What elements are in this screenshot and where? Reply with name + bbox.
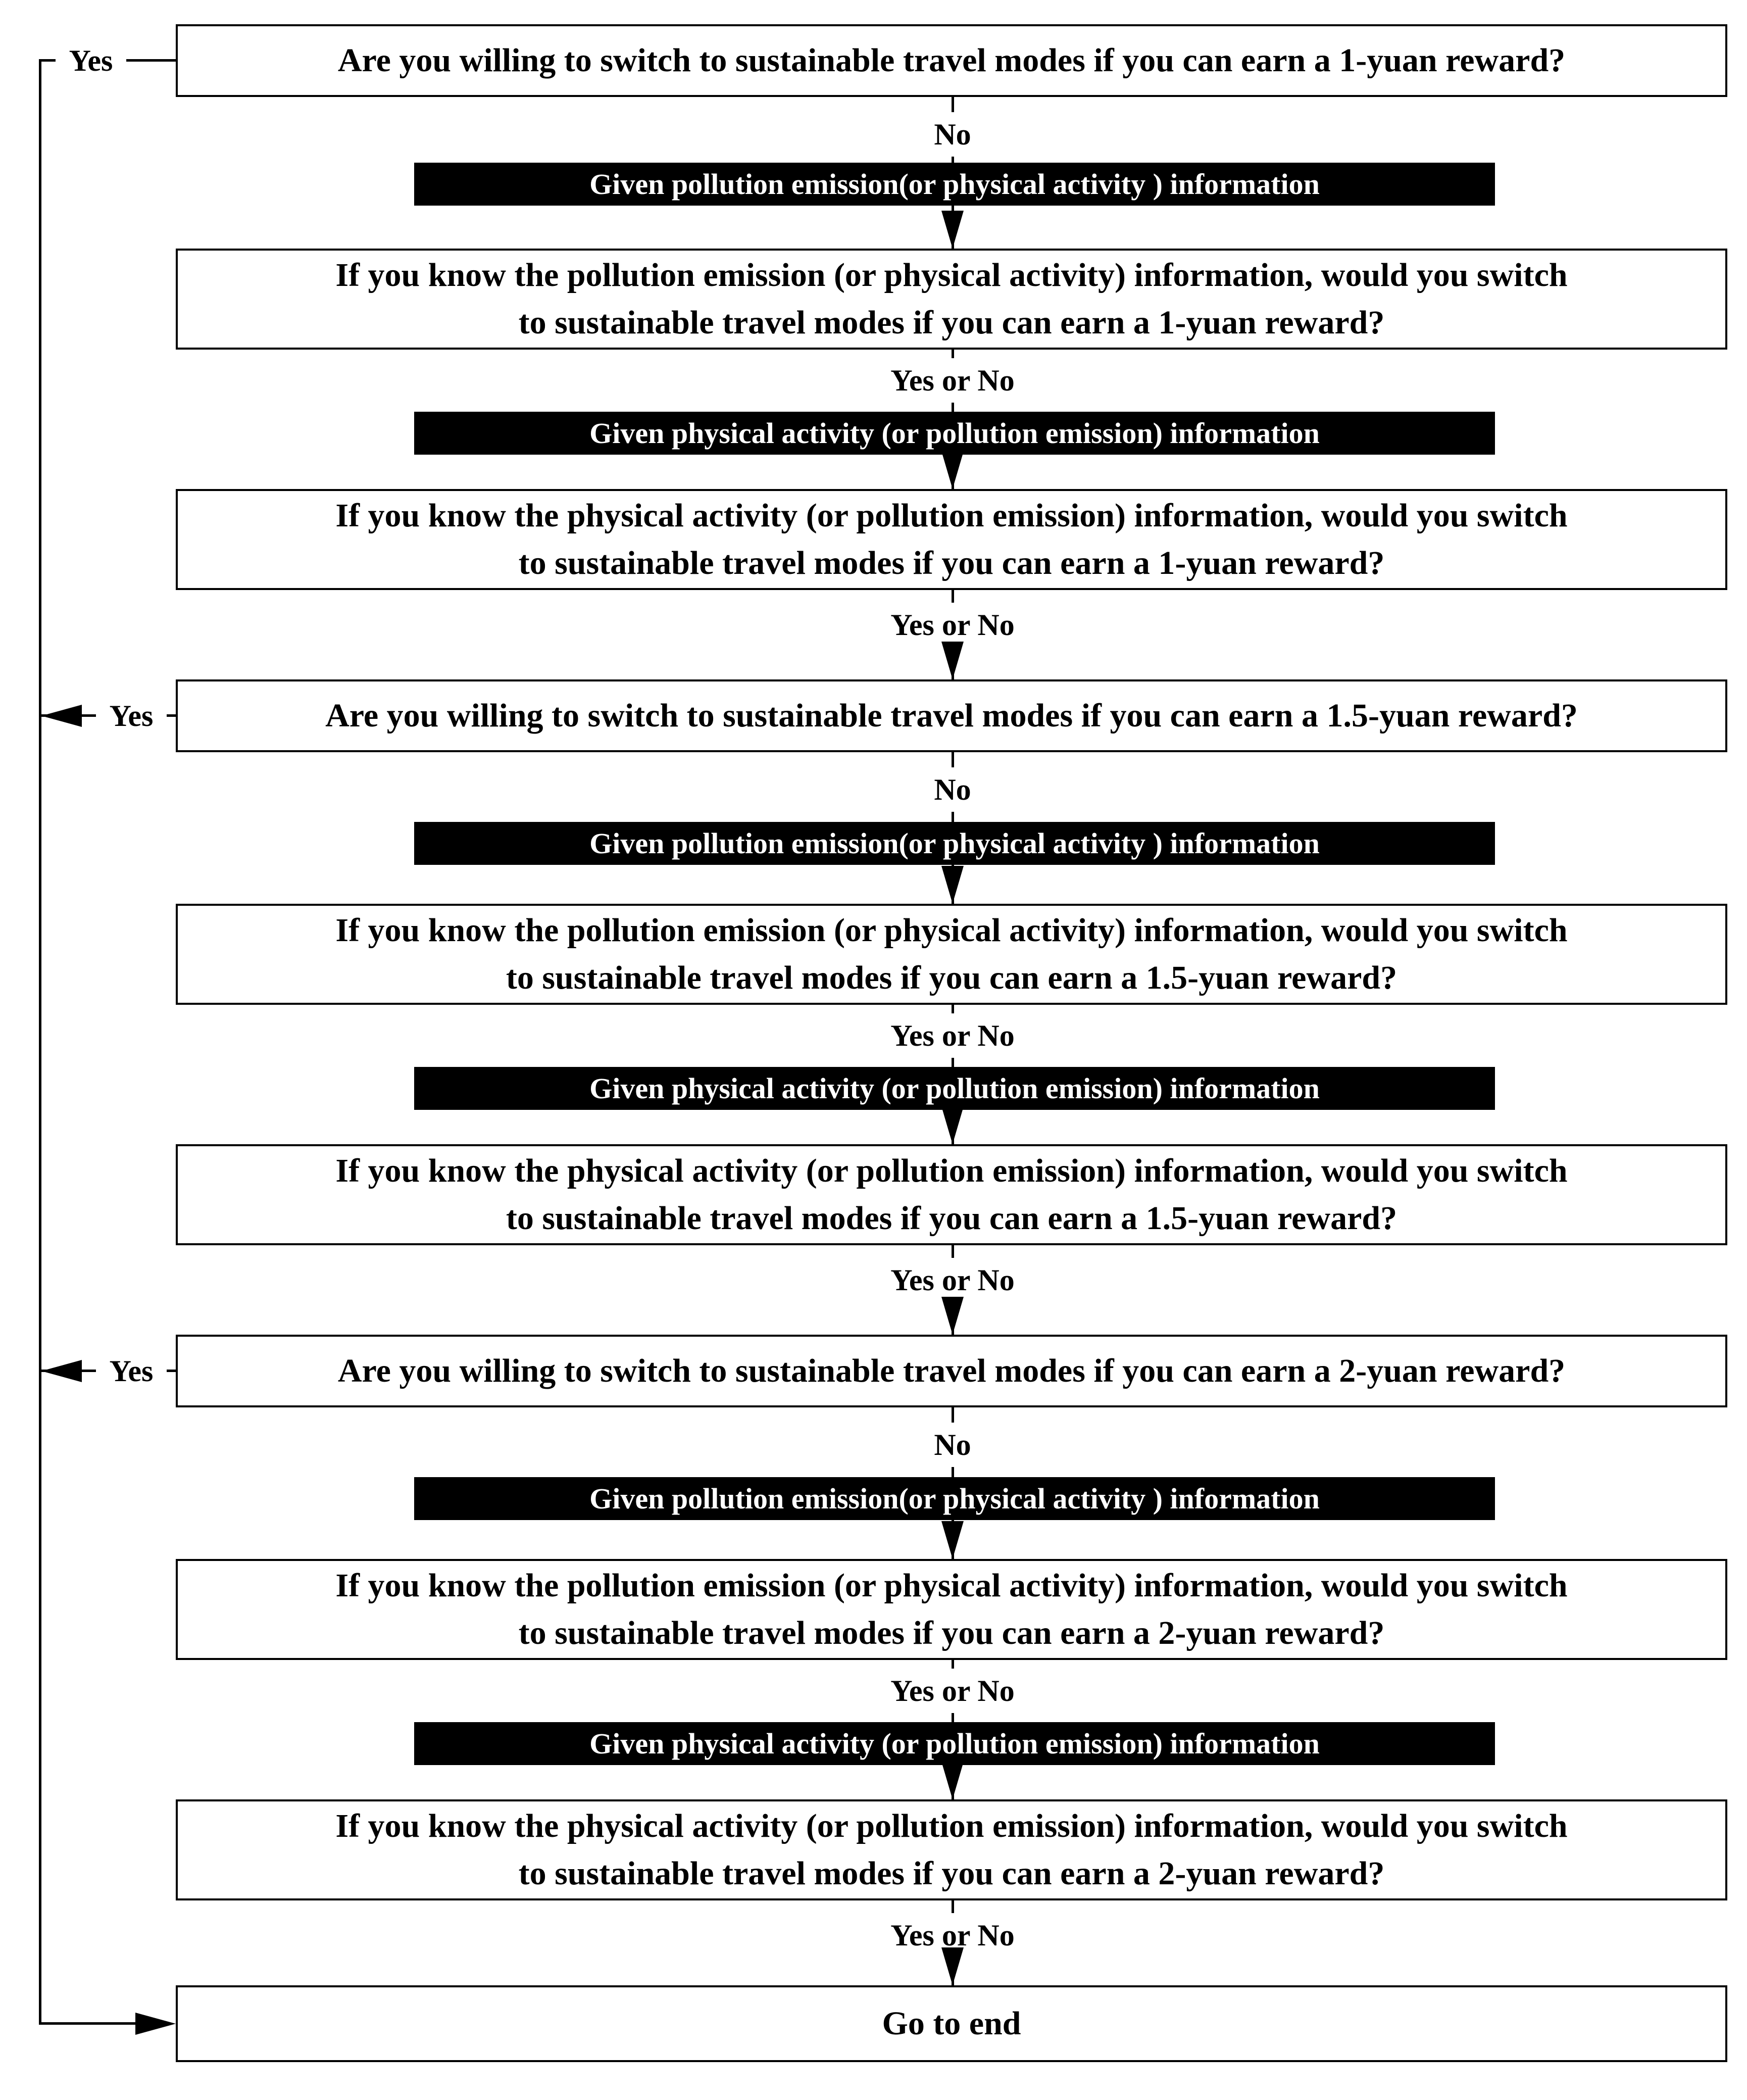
down-arrowhead-icon: [941, 1762, 964, 1799]
question-box-physical-2yuan: If you know the physical activity (or po…: [176, 1799, 1727, 1900]
question-box-willing-15yuan: Are you willing to switch to sustainable…: [176, 679, 1727, 752]
question-box-physical-1yuan: If you know the physical activity (or po…: [176, 489, 1727, 590]
down-arrowhead-icon: [941, 1521, 964, 1559]
yes-rail-line: [39, 59, 41, 2025]
down-arrowhead-icon: [941, 1297, 964, 1335]
yes-label-15yuan: Yes: [96, 694, 167, 738]
yes-label-2yuan: Yes: [96, 1349, 167, 1393]
down-arrowhead-icon: [941, 211, 964, 249]
question-box-pollution-15yuan: If you know the pollution emission (or p…: [176, 904, 1727, 1005]
down-arrowhead-icon: [941, 1947, 964, 1985]
yes-or-no-label-4: Yes or No: [857, 1258, 1049, 1302]
no-label-1: No: [857, 112, 1049, 157]
yes-or-no-label-3: Yes or No: [857, 1013, 1049, 1058]
info-bar-pollution-3: Given pollution emission(or physical act…: [414, 1477, 1495, 1520]
yes-or-no-label-2: Yes or No: [857, 603, 1049, 647]
rail-to-end-line: [39, 2022, 140, 2025]
down-arrowhead-icon: [941, 451, 964, 489]
down-arrowhead-icon: [941, 866, 964, 904]
end-box-go-to-end: Go to end: [176, 1985, 1727, 2062]
left-arrowhead-icon: [41, 1360, 82, 1382]
yes-or-no-label-1: Yes or No: [857, 358, 1049, 403]
right-arrowhead-icon: [135, 2013, 176, 2035]
down-arrowhead-icon: [941, 642, 964, 679]
info-bar-pollution-1: Given pollution emission(or physical act…: [414, 163, 1495, 206]
info-bar-physical-1: Given physical activity (or pollution em…: [414, 412, 1495, 455]
down-arrowhead-icon: [941, 1106, 964, 1144]
question-box-physical-15yuan: If you know the physical activity (or po…: [176, 1144, 1727, 1245]
yes-or-no-label-5: Yes or No: [857, 1669, 1049, 1713]
info-bar-physical-2: Given physical activity (or pollution em…: [414, 1067, 1495, 1110]
info-bar-physical-3: Given physical activity (or pollution em…: [414, 1722, 1495, 1765]
left-arrowhead-icon: [41, 705, 82, 727]
question-box-willing-1yuan: Are you willing to switch to sustainable…: [176, 24, 1727, 97]
no-label-3: No: [857, 1423, 1049, 1467]
question-box-pollution-2yuan: If you know the pollution emission (or p…: [176, 1559, 1727, 1660]
question-box-willing-2yuan: Are you willing to switch to sustainable…: [176, 1335, 1727, 1407]
info-bar-pollution-2: Given pollution emission(or physical act…: [414, 822, 1495, 865]
question-box-pollution-1yuan: If you know the pollution emission (or p…: [176, 249, 1727, 350]
yes-label-1yuan: Yes: [56, 38, 126, 83]
no-label-2: No: [857, 767, 1049, 812]
